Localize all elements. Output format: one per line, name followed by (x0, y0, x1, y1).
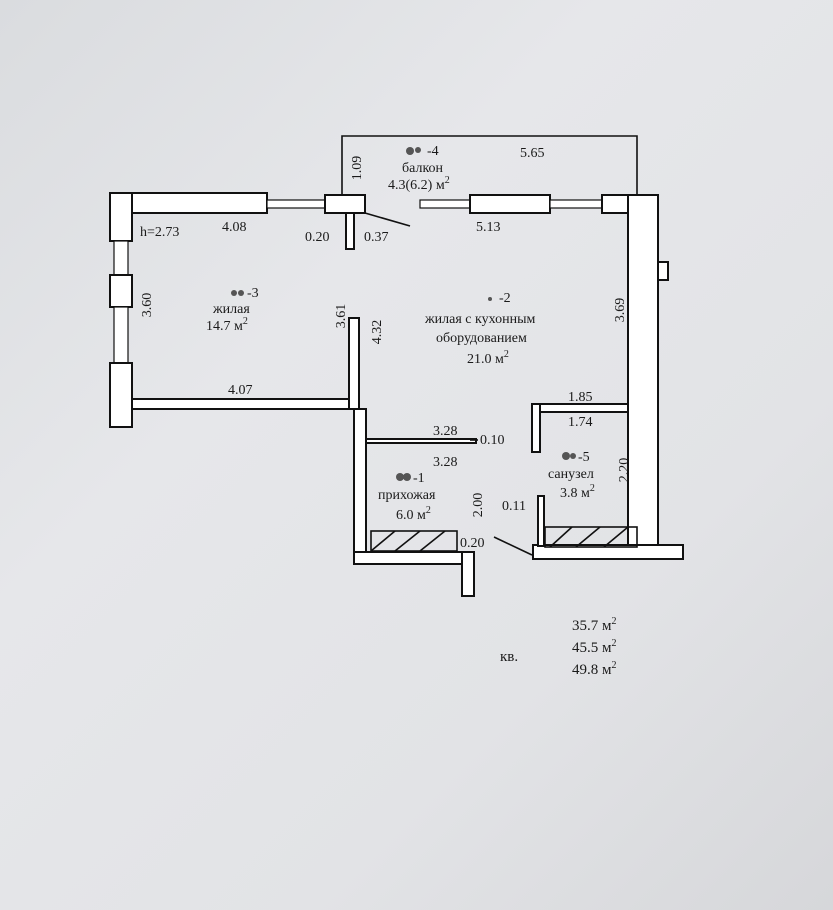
room-kitchen-name-2: оборудованием (436, 331, 527, 346)
dim-2-20: 2.20 (617, 458, 632, 483)
dim-1-85: 1.85 (568, 390, 593, 405)
room-balcony-number: -4 (427, 144, 439, 159)
dim-3-61: 3.61 (334, 304, 349, 329)
dim-0-20-bottom: 0.20 (460, 536, 485, 551)
room-living-area: 14.7 м2 (206, 316, 248, 334)
total-area: 45.5 м2 (572, 638, 617, 656)
dim-3-60: 3.60 (140, 293, 155, 318)
room-kitchen: -2 жилая с кухонным оборудованием 21.0 м… (424, 291, 535, 367)
room-balcony-name: балкон (402, 161, 444, 176)
room-hall-name: прихожая (378, 488, 436, 503)
dim-4-32: 4.32 (370, 320, 385, 345)
room-living-name: жилая (212, 302, 250, 317)
room-balcony: -4 балкон 4.3(6.2) м2 (388, 144, 450, 193)
dim-1-74: 1.74 (568, 415, 593, 430)
height-label: h=2.73 (140, 225, 179, 240)
balcony-door (364, 212, 411, 227)
room-kitchen-name: жилая с кухонным (424, 312, 535, 327)
dim-2-00: 2.00 (471, 493, 486, 518)
dim-5-65: 5.65 (520, 146, 545, 161)
totals-label: кв. (500, 649, 519, 665)
room-balcony-area: 4.3(6.2) м2 (388, 175, 450, 193)
total-area-with-balcony: 49.8 м2 (572, 660, 617, 678)
dim-4-07: 4.07 (228, 383, 253, 398)
balcony-outline (341, 135, 638, 196)
room-bath-name: санузел (548, 467, 594, 482)
dim-3-69: 3.69 (613, 298, 628, 323)
room-bath-number: -5 (578, 450, 590, 465)
dim-1-09: 1.09 (350, 156, 365, 181)
dim-4-08: 4.08 (222, 220, 247, 235)
dim-3-28-top: 3.28 (433, 424, 458, 439)
door-swing (493, 536, 533, 556)
room-stamp-icons (231, 147, 576, 481)
dim-0-20-top: 0.20 (305, 230, 330, 245)
room-bath-area: 3.8 м2 (560, 483, 595, 501)
dim-0-37: 0.37 (364, 230, 389, 245)
room-hall-area: 6.0 м2 (396, 505, 431, 523)
dim-5-13: 5.13 (476, 220, 501, 235)
dim-3-28-bottom: 3.28 (433, 455, 458, 470)
room-kitchen-number: -2 (499, 291, 511, 306)
dim-0-10: 0.10 (480, 433, 505, 448)
total-living-area: 35.7 м2 (572, 616, 617, 634)
room-living-number: -3 (247, 286, 259, 301)
walls (109, 192, 684, 597)
room-hall: -1 прихожая 6.0 м2 (378, 471, 436, 523)
cabinet-bath (544, 526, 638, 548)
room-bath: -5 санузел 3.8 м2 (548, 450, 595, 501)
room-hall-number: -1 (413, 471, 425, 486)
room-living: -3 жилая 14.7 м2 (206, 286, 259, 334)
cabinet-hall (370, 530, 458, 552)
dim-0-11: 0.11 (502, 499, 526, 514)
room-kitchen-area: 21.0 м2 (467, 349, 509, 367)
